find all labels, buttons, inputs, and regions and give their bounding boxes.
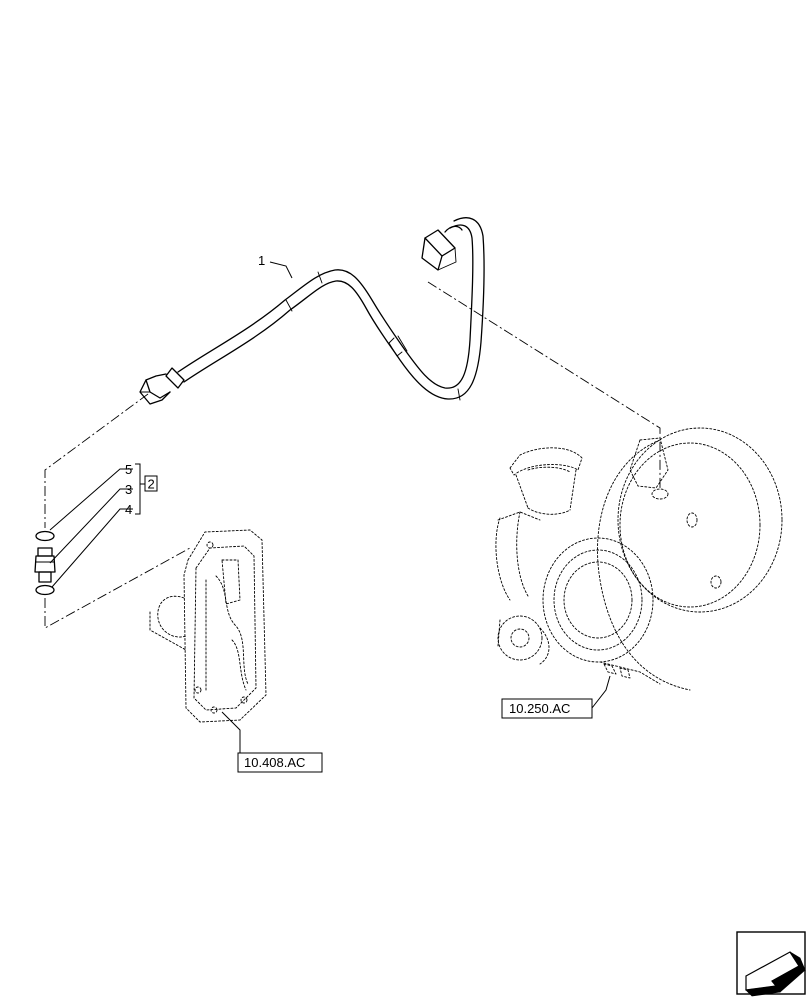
filter-head-phantom [149,529,267,723]
reference-box-filter-head[interactable]: 10.408.AC [237,752,323,773]
callout-leaders [49,261,611,762]
callout-3: 3 [125,482,132,497]
reference-10-250-ac[interactable]: 10.250.AC [509,701,570,716]
reference-10-408-ac[interactable]: 10.408.AC [244,755,305,770]
callout-4: 4 [125,502,132,517]
reference-box-turbocharger[interactable]: 10.250.AC [501,698,593,719]
kit-callout-2: 2 [144,475,158,492]
previous-page-arrow-icon[interactable] [736,931,806,997]
callout-1: 1 [258,253,265,268]
kit-2-label: 2 [148,477,155,492]
oil-line-pipe [139,217,485,405]
callout-5: 5 [125,462,132,477]
assembly-lines [44,281,661,629]
connector-fitting [34,530,56,596]
turbocharger-phantom [495,427,783,691]
